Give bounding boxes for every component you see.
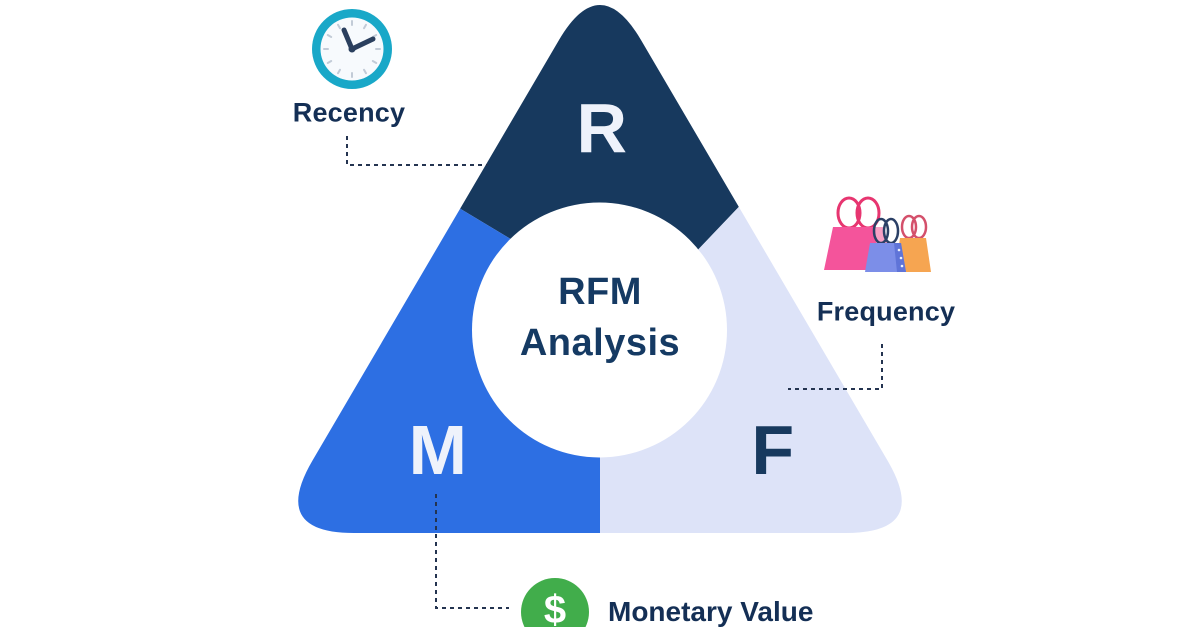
monetary-label: Monetary Value (608, 596, 814, 627)
letter-monetary: M (408, 411, 468, 489)
dollar-icon (521, 578, 589, 627)
dollar-sign: $ (543, 588, 567, 627)
clock-minute-hand (349, 36, 376, 52)
letter-recency: R (576, 89, 628, 167)
center-circle (472, 202, 727, 458)
clock-icon (312, 9, 392, 89)
center-title-line2: Analysis (519, 322, 681, 364)
recency-label: Recency (292, 97, 406, 128)
recency-connector-line (346, 136, 488, 166)
shopping-bags-icon (824, 196, 931, 272)
letter-frequency: F (751, 411, 795, 489)
center-title-line1: RFM (558, 271, 642, 313)
frequency-label: Frequency (816, 296, 956, 327)
monetary-connector-line (435, 494, 509, 609)
frequency-connector-line (788, 344, 883, 390)
